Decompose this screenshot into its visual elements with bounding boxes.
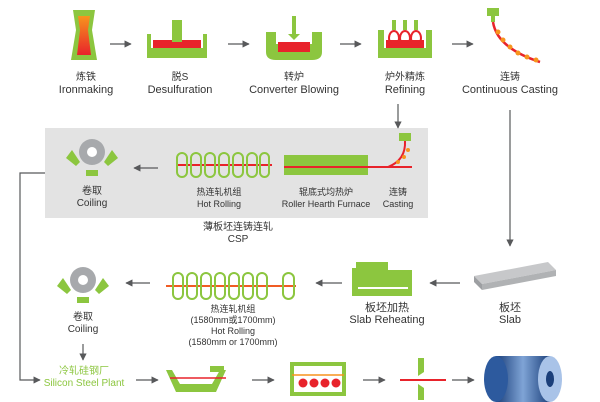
roller-hearth-furnace-icon (284, 155, 412, 175)
label-ironmaking-en: Ironmaking (58, 84, 114, 96)
label-csp-title-en: CSP (227, 234, 249, 245)
csp-caster-icon (387, 133, 411, 168)
label-csp-casting-zh: 连铸 (388, 187, 408, 197)
label-continuous-casting-en: Continuous Casting (461, 84, 559, 96)
label-slab-reheating: 板坯加热 Slab Reheating (349, 302, 424, 326)
label-refining-zh: 炉外精炼 (384, 72, 425, 83)
csp-to-silicon-arrow (19, 172, 45, 384)
hot-rolling-stands-icon (176, 152, 272, 178)
label-coiling: 卷取 Coiling (68, 312, 99, 336)
label-coiling-zh: 卷取 (72, 312, 93, 323)
coiler-icon (66, 139, 118, 176)
slab-icon (474, 262, 556, 290)
label-csp-title-zh: 薄板坯连铸连轧 (203, 222, 273, 233)
shear-icon (400, 358, 446, 400)
label-csp-casting-en: Casting (382, 199, 414, 209)
label-csp-title: 薄板坯连铸连轧 CSP (203, 222, 273, 246)
label-furnace-en: Roller Hearth Furnace (281, 199, 371, 209)
label-converter-en: Converter Blowing (249, 84, 339, 96)
annealing-furnace-icon (290, 362, 346, 396)
label-silicon-plant-en: Silicon Steel Plant (43, 378, 125, 389)
label-hot-rolling-zh-sub: (1580mm或1700mm) (190, 315, 276, 325)
label-furnace-zh: 辊底式均热炉 (298, 187, 354, 197)
label-desulfuration-en: Desulfuration (147, 84, 213, 96)
label-csp-hot-rolling-zh: 热连轧机组 (196, 187, 242, 197)
label-refining: 炉外精炼 Refining (385, 72, 425, 96)
label-csp-coiling: 卷取 Coiling (77, 186, 108, 210)
label-slab-reheating-en: Slab Reheating (349, 314, 425, 326)
label-hot-rolling-zh: 热连轧机组 (210, 304, 256, 314)
label-slab-en: Slab (498, 314, 522, 326)
hot-rolling-stands-bottom-icon (166, 272, 296, 300)
label-hot-rolling-en-sub: (1580mm or 1700mm) (188, 337, 278, 347)
label-ironmaking-zh: 炼铁 (75, 72, 96, 83)
slab-reheating-furnace-icon (352, 262, 412, 296)
label-csp-coiling-en: Coiling (76, 198, 108, 209)
pickling-tank-icon (166, 366, 226, 392)
label-converter: 转炉 Converter Blowing (249, 72, 339, 96)
label-silicon-plant: 冷轧硅钢厂 Silicon Steel Plant (44, 366, 125, 390)
label-slab-zh: 板坯 (499, 302, 521, 314)
label-silicon-plant-zh: 冷轧硅钢厂 (58, 366, 109, 377)
label-csp-casting: 连铸 Casting (383, 186, 414, 210)
label-ironmaking: 炼铁 Ironmaking (59, 72, 113, 96)
label-furnace: 辊底式均热炉 Roller Hearth Furnace (282, 186, 371, 210)
label-csp-hot-rolling: 热连轧机组 Hot Rolling (196, 186, 241, 210)
label-desulfuration-zh: 脱S (171, 72, 189, 83)
label-refining-en: Refining (384, 84, 426, 96)
label-hot-rolling: 热连轧机组 (1580mm或1700mm) Hot Rolling (1580m… (188, 304, 277, 348)
label-csp-hot-rolling-en: Hot Rolling (196, 199, 242, 209)
label-hot-rolling-en: Hot Rolling (210, 326, 256, 336)
coiler-bottom-icon (57, 267, 109, 303)
label-converter-zh: 转炉 (284, 72, 304, 83)
steel-coil-icon (484, 356, 562, 402)
desulfuration-icon (147, 20, 207, 58)
blast-furnace-icon (71, 10, 97, 60)
label-continuous-casting: 连铸 Continuous Casting (462, 72, 558, 96)
label-csp-coiling-zh: 卷取 (81, 186, 102, 197)
label-slab: 板坯 Slab (499, 302, 521, 326)
label-coiling-en: Coiling (67, 324, 99, 335)
label-slab-reheating-zh: 板坯加热 (364, 302, 409, 314)
label-desulfuration: 脱S Desulfuration (148, 72, 213, 96)
label-continuous-casting-zh: 连铸 (499, 72, 520, 83)
bottom-arrows (79, 279, 460, 361)
continuous-casting-icon (487, 8, 541, 64)
refining-icon (378, 20, 432, 58)
converter-icon (266, 16, 322, 60)
